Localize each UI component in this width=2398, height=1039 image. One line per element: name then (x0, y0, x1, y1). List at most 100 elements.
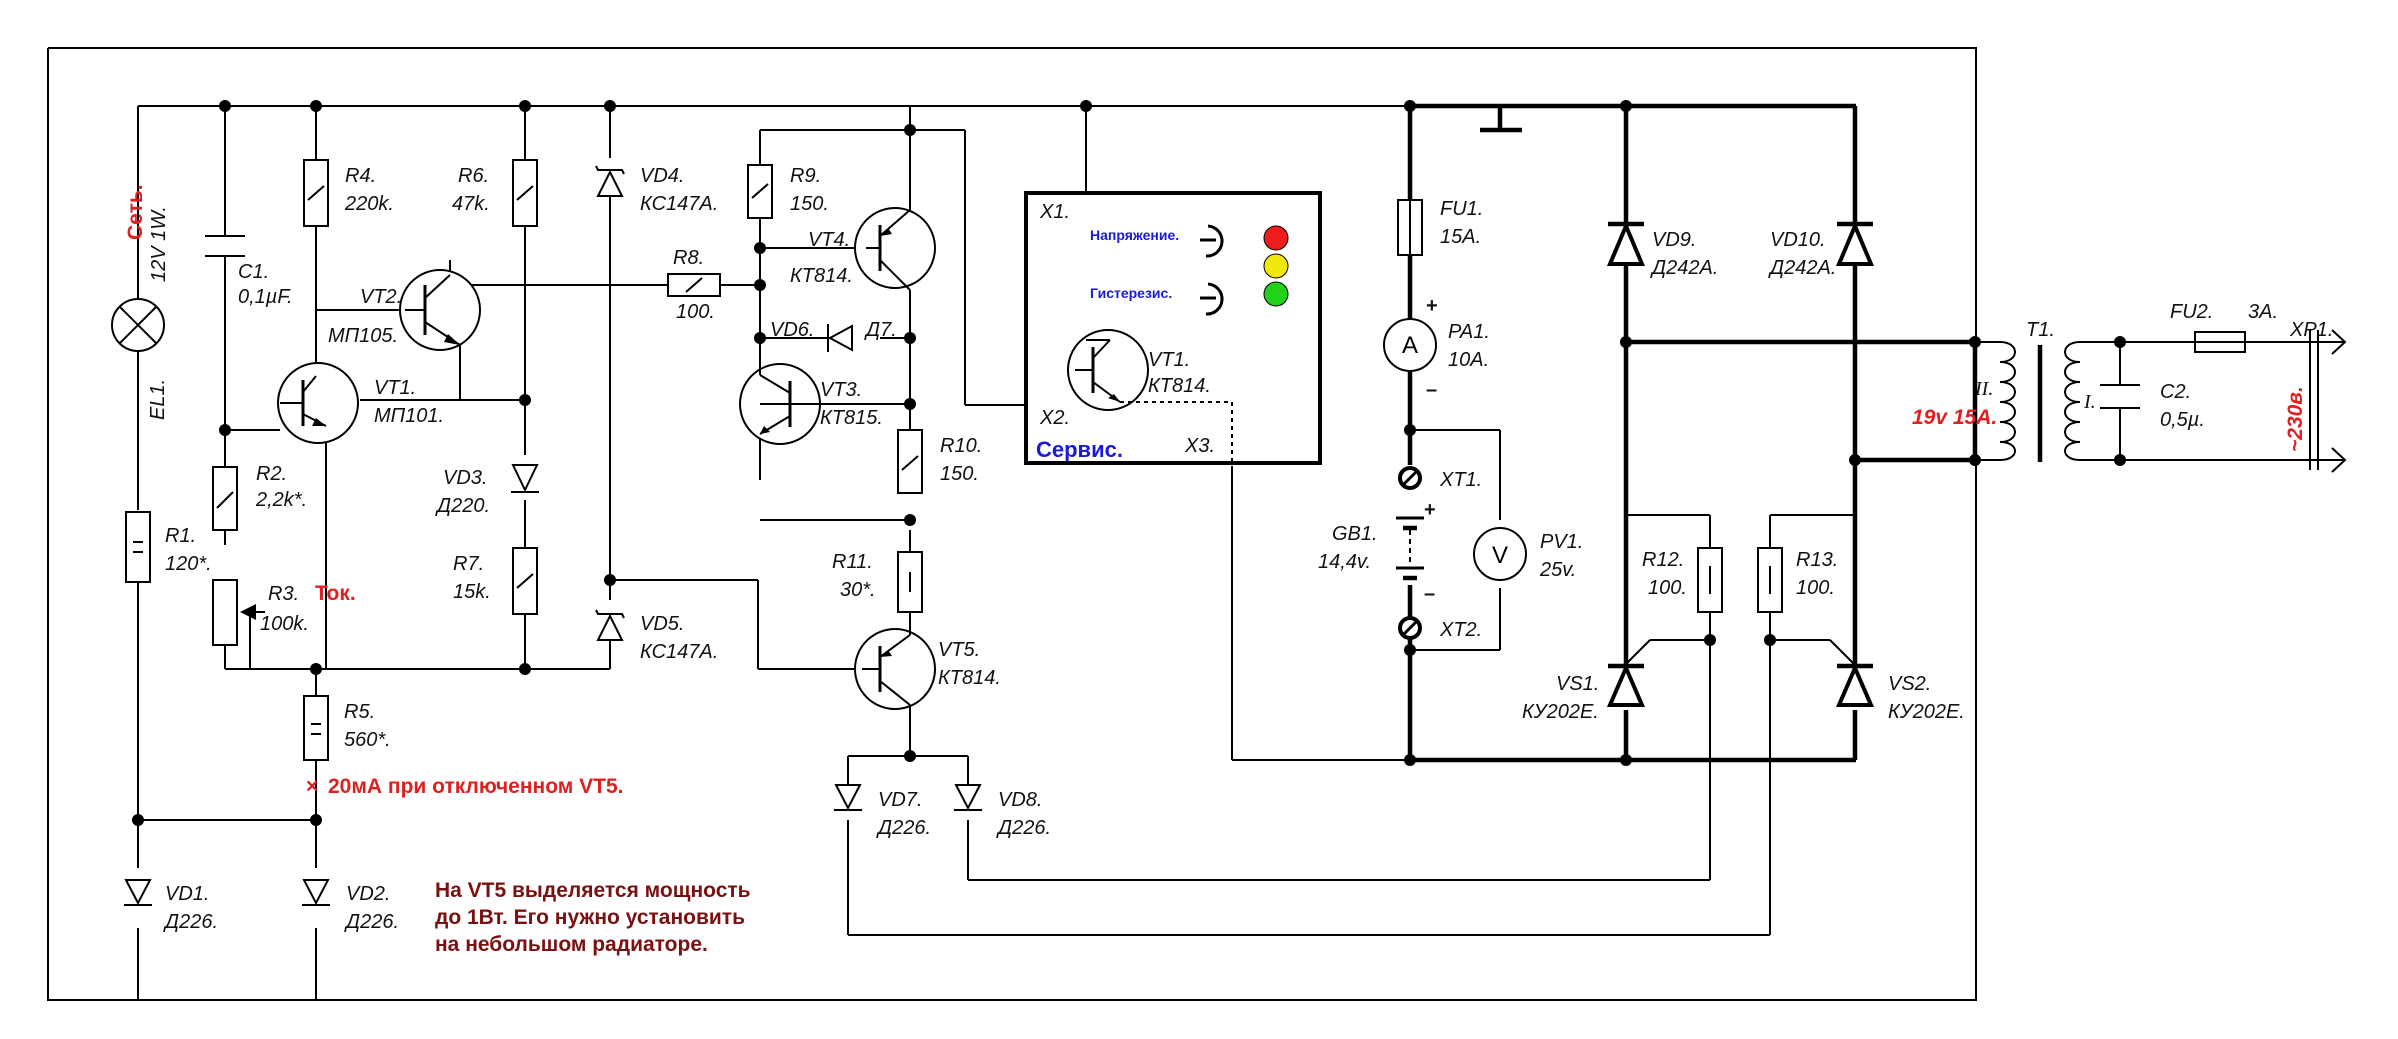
current-note: × 20мА при отключенном VT5. (306, 775, 624, 798)
svg-text:R7.: R7. (453, 553, 484, 575)
svg-text:GB1.: GB1. (1332, 523, 1378, 545)
transistor-vt1: VT1. МП101. (277, 362, 444, 444)
svg-text:Д242А.: Д242А. (1768, 257, 1836, 279)
svg-text:R13.: R13. (1796, 549, 1838, 571)
svg-text:Д226.: Д226. (996, 817, 1051, 839)
svg-text:R2.: R2. (256, 463, 287, 485)
svg-text:VD7.: VD7. (878, 789, 922, 811)
svg-text:VD4.: VD4. (640, 165, 684, 187)
svg-text:–: – (1424, 583, 1435, 605)
resistor-r12: R12. 100. (1642, 547, 1723, 613)
svg-text:VD9.: VD9. (1652, 229, 1696, 251)
svg-text:Д226.: Д226. (163, 911, 218, 933)
svg-text:VD3.: VD3. (443, 467, 487, 489)
svg-text:2,2k*.: 2,2k*. (255, 489, 307, 511)
voltmeter-pv1: V PV1. 25v. (1473, 527, 1583, 581)
svg-text:VD8.: VD8. (998, 789, 1042, 811)
svg-text:R11.: R11. (832, 551, 873, 573)
lamp-el1: 12V 1W. Сеть. EL1. (111, 184, 170, 420)
transistor-vt2: VT2. МП105. (328, 269, 481, 351)
plug-xp1: XP1. ~230в. (2284, 319, 2347, 473)
svg-text:10А.: 10А. (1448, 349, 1489, 371)
svg-text:47k.: 47k. (452, 193, 490, 215)
svg-text:на небольшом радиаторе.: на небольшом радиаторе. (435, 933, 708, 956)
resistor-r3: R3. Ток. 100k. (212, 579, 356, 646)
service-x2: Х2. (1039, 407, 1070, 429)
lamp-ref: EL1. (147, 379, 169, 420)
svg-text:R8.: R8. (673, 247, 704, 269)
svg-text:КС147А.: КС147А. (640, 193, 718, 215)
svg-text:100k.: 100k. (260, 613, 309, 635)
junction-dots (132, 100, 2126, 826)
vt5-note: На VT5 выделяется мощность до 1Вт. Его н… (435, 879, 751, 956)
frame (47, 47, 1977, 1001)
svg-text:VD6.: VD6. (770, 319, 814, 341)
hysteresis-label: Гистерезис. (1090, 285, 1172, 301)
resistor-r5: R5. 560*. (303, 695, 391, 761)
svg-text:R1.: R1. (165, 525, 196, 547)
svg-text:VT2.: VT2. (360, 286, 402, 308)
lamp-caption: Сеть. (124, 184, 147, 240)
wires (137, 105, 2345, 1000)
svg-text:КТ814.: КТ814. (938, 667, 1001, 689)
transistor-vt4: VT4. КТ814. (790, 207, 936, 300)
resistor-r10: R10. 150. (897, 429, 982, 494)
green-led-icon (1263, 281, 1289, 307)
thyristor-vs2: VS2. КУ202Е. (1835, 662, 1965, 723)
svg-text:100.: 100. (1648, 577, 1687, 599)
current-note-text: 20мА при отключенном VT5. (328, 775, 624, 798)
svg-text:до 1Вт. Его нужно установить: до 1Вт. Его нужно установить (435, 906, 745, 929)
svg-text:R5.: R5. (344, 701, 375, 723)
svg-text:3А.: 3А. (2248, 301, 2278, 323)
yellow-led-icon (1263, 253, 1289, 279)
svg-text:КТ814.: КТ814. (790, 265, 853, 287)
resistor-r1: R1. 120*. (125, 511, 212, 583)
svg-text:19v 15А.: 19v 15А. (1912, 406, 1997, 429)
diode-vd1: VD1. Д226. (124, 879, 218, 933)
capacitor-c2: C2. 0,5µ. (2100, 381, 2205, 431)
lamp-value: 12V 1W. (148, 206, 170, 282)
diode-vd5: VD5. КС147А. (595, 609, 718, 663)
service-box: Х1. Х2. Х3. Сервис. Напряжение. Гистерез… (1024, 191, 1322, 470)
diode-vd2: VD2. Д226. (302, 879, 399, 933)
resistor-r8: R8. 100. (667, 247, 721, 323)
svg-text:T1.: T1. (2026, 319, 2055, 341)
svg-text:FU1.: FU1. (1440, 198, 1483, 220)
svg-text:VS1.: VS1. (1556, 673, 1599, 695)
service-title: Сервис. (1036, 437, 1123, 462)
svg-text:КТ814.: КТ814. (1148, 375, 1211, 397)
svg-text:A: A (1402, 332, 1418, 359)
svg-text:I.: I. (2083, 391, 2096, 413)
svg-text:15k.: 15k. (453, 581, 491, 603)
resistor-r7: R7. 15k. (453, 547, 538, 615)
svg-text:КТ815.: КТ815. (820, 407, 883, 429)
svg-text:Д7.: Д7. (864, 319, 897, 341)
terminal-xt2: XT2. (1398, 616, 1482, 641)
svg-text:XT1.: XT1. (1439, 469, 1482, 491)
svg-text:VT5.: VT5. (938, 639, 980, 661)
svg-text:14,4v.: 14,4v. (1318, 551, 1371, 573)
transformer-t1: T1. II. I. 19v 15А. (1912, 319, 2096, 462)
thyristor-vs1: VS1. КУ202Е. (1522, 662, 1646, 723)
svg-text:–: – (1426, 379, 1437, 401)
svg-text:220k.: 220k. (344, 193, 394, 215)
svg-text:МП101.: МП101. (374, 405, 444, 427)
svg-text:150.: 150. (940, 463, 979, 485)
svg-text:C2.: C2. (2160, 381, 2191, 403)
svg-text:R3.: R3. (268, 583, 299, 605)
svg-text:VD10.: VD10. (1770, 229, 1826, 251)
red-led-icon (1263, 225, 1289, 251)
terminal-xt1: XT1. (1398, 466, 1482, 491)
svg-text:PA1.: PA1. (1448, 321, 1490, 343)
svg-text:II.: II. (1974, 378, 1993, 400)
resistor-r9: R9. 150. (747, 164, 829, 219)
capacitor-c1: C1. 0,1µF. (205, 235, 293, 308)
svg-text:Д220.: Д220. (435, 495, 490, 517)
svg-text:VS2.: VS2. (1888, 673, 1931, 695)
svg-text:30*.: 30*. (840, 579, 876, 601)
svg-text:R4.: R4. (345, 165, 376, 187)
svg-text:+: + (1426, 295, 1438, 317)
svg-text:КУ202Е.: КУ202Е. (1888, 701, 1965, 723)
fuse-fu2: FU2. 3А. (2170, 301, 2278, 353)
